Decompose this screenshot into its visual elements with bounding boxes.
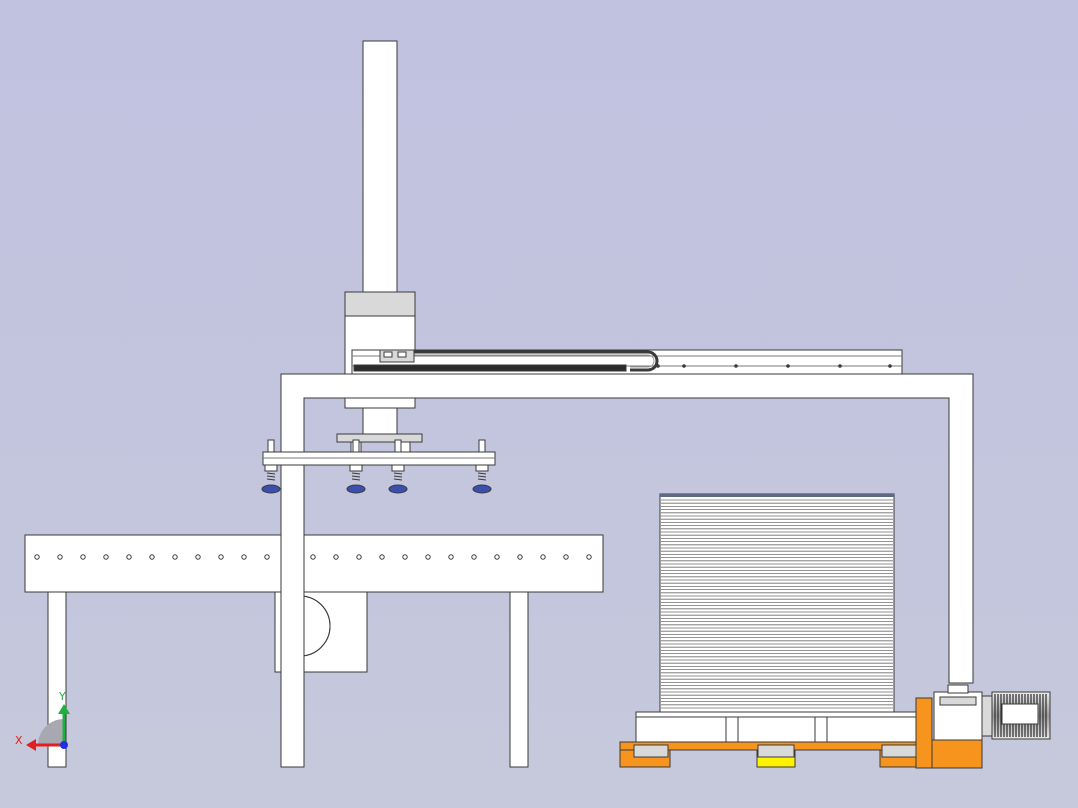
conveyor-table[interactable] [24, 534, 604, 768]
rail-bolt [682, 364, 686, 368]
conveyor-hole [356, 554, 362, 560]
stack-layers [661, 499, 893, 709]
vacuum-cup-assembly [388, 439, 408, 494]
motor-terminal-box [1001, 703, 1039, 725]
axis-triad[interactable]: Y X [15, 690, 70, 751]
gantry-portal [280, 373, 974, 768]
conveyor-hole [172, 554, 178, 560]
x-axis-linear-module[interactable] [351, 349, 903, 375]
vacuum-cups [261, 439, 492, 494]
material-stack[interactable] [659, 493, 895, 713]
conveyor-hole [425, 554, 431, 560]
z-axis-carriage-top [344, 291, 416, 317]
z-axis-upper-mast [362, 40, 398, 294]
conveyor-hole [471, 554, 477, 560]
conveyor-holes [34, 554, 592, 560]
vacuum-gripper[interactable] [261, 433, 496, 494]
gantry-frame[interactable] [280, 373, 974, 768]
rail-bolt [888, 364, 892, 368]
conveyor-hole [333, 554, 339, 560]
triad-y-label: Y [58, 690, 66, 703]
conveyor-beam [24, 534, 604, 593]
conveyor-hole [103, 554, 109, 560]
conveyor-hole [540, 554, 546, 560]
x-axis-rail-bolts [656, 364, 892, 368]
conveyor-leg-right [509, 591, 529, 768]
stack-top-edge [660, 494, 894, 497]
conveyor-hole [241, 554, 247, 560]
drive-bracket [915, 697, 933, 769]
gripper-mount-plate [336, 433, 423, 443]
pallet[interactable] [619, 711, 931, 768]
drive-base [931, 739, 983, 769]
rail-bolt [786, 364, 790, 368]
conveyor-hole [34, 554, 40, 560]
vacuum-cup-assembly [261, 439, 281, 494]
conveyor-hole [126, 554, 132, 560]
conveyor-hole [586, 554, 592, 560]
conveyor-hole [517, 554, 523, 560]
triad-z-axis [60, 741, 68, 749]
motor-flange [981, 695, 993, 737]
z-axis-lower-mast [362, 407, 398, 436]
conveyor-hole [264, 554, 270, 560]
cable-chain-lower [353, 364, 627, 372]
triad-arc [38, 719, 64, 745]
rail-bolt [656, 364, 660, 368]
drive-unit[interactable] [915, 684, 1051, 769]
vacuum-cup [388, 484, 408, 494]
conveyor-hole [379, 554, 385, 560]
vacuum-cup [472, 484, 492, 494]
conveyor-hole [149, 554, 155, 560]
rail-bolt [734, 364, 738, 368]
vacuum-cup [261, 484, 281, 494]
triad-x-label: X [15, 734, 23, 747]
conveyor-hole [195, 554, 201, 560]
vacuum-cup-assembly [346, 439, 366, 494]
cable-chain-upper [414, 350, 659, 372]
conveyor-hole [310, 554, 316, 560]
conveyor-hole [80, 554, 86, 560]
triad-x-arrow-icon [26, 739, 36, 751]
triad-y-arrow-icon [58, 704, 70, 714]
conveyor-hole [402, 554, 408, 560]
conveyor-hole [494, 554, 500, 560]
conveyor-hole [563, 554, 569, 560]
vacuum-cup [346, 484, 366, 494]
conveyor-hole [57, 554, 63, 560]
conveyor-hole [218, 554, 224, 560]
conveyor-hole [448, 554, 454, 560]
rail-bolt [838, 364, 842, 368]
z-axis-carriage-bottom [344, 397, 416, 409]
vacuum-cup-assembly [472, 439, 492, 494]
